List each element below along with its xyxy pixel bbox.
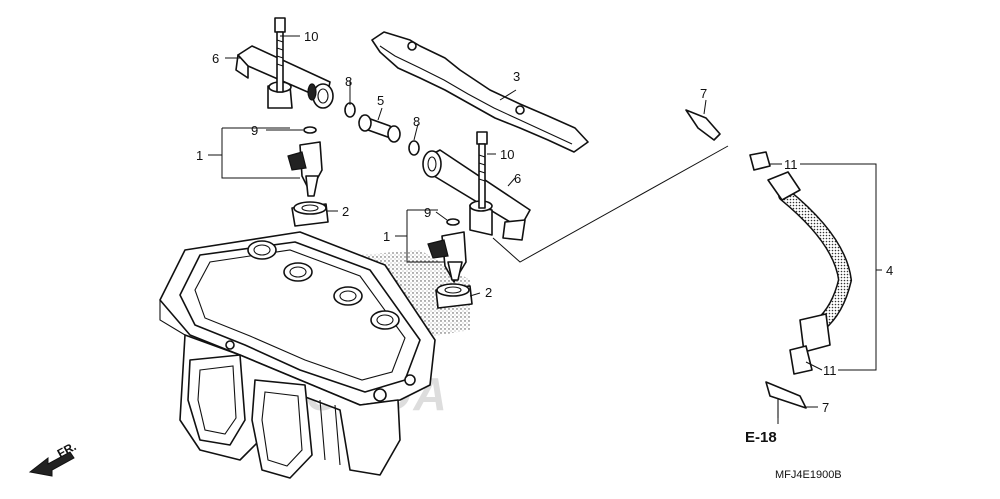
callout-1-upper: 1 (196, 148, 203, 163)
callout-6-upper: 6 (212, 51, 219, 66)
reference-label: E-18 (745, 429, 777, 446)
cushion-upper (291, 201, 329, 227)
o-ring-left (344, 102, 356, 118)
callout-4: 4 (886, 263, 893, 278)
callout-5: 5 (377, 93, 384, 108)
cushion-lower (435, 283, 473, 309)
fuel-pipe-joint (344, 102, 420, 156)
throttle-body-assembly (159, 231, 470, 479)
fuel-rail-lower (422, 149, 531, 241)
bolt-upper (274, 17, 286, 93)
callout-9-lower: 9 (424, 205, 431, 220)
intake-ports (247, 240, 400, 330)
front-direction-indicator: FR. (28, 439, 79, 477)
injector-upper (287, 126, 323, 197)
bolt-lower (476, 131, 488, 209)
callout-10-lower: 10 (500, 147, 514, 162)
callouts: 10 6 8 5 8 3 9 1 2 10 6 9 1 2 7 11 4 11 … (196, 29, 893, 415)
fuel-rail-upper (235, 45, 334, 109)
throttle-bores (187, 354, 313, 479)
callout-3: 3 (513, 69, 520, 84)
callout-11-upper: 11 (784, 157, 798, 172)
injector-sub-harness (685, 109, 853, 418)
direction-label: FR. (55, 439, 79, 460)
callout-1-lower: 1 (383, 229, 390, 244)
callout-9-upper: 9 (251, 123, 258, 138)
arrow-left-icon (28, 451, 75, 477)
callout-2-lower: 2 (485, 285, 492, 300)
callout-7-upper: 7 (700, 86, 707, 101)
figure-code: MFJ4E1900B (775, 469, 842, 481)
callout-8-right: 8 (413, 114, 420, 129)
callout-6-lower: 6 (514, 171, 521, 186)
callout-leaders (208, 35, 882, 424)
callout-7-lower: 7 (822, 400, 829, 415)
callout-11-lower: 11 (823, 363, 837, 378)
callout-2-upper: 2 (342, 204, 349, 219)
injector-cover-plate (371, 31, 589, 153)
o-ring-right (408, 140, 420, 156)
callout-10-upper: 10 (304, 29, 318, 44)
callout-8-left: 8 (345, 74, 352, 89)
connector-leader-line (492, 145, 729, 263)
injector-lower (427, 218, 467, 283)
